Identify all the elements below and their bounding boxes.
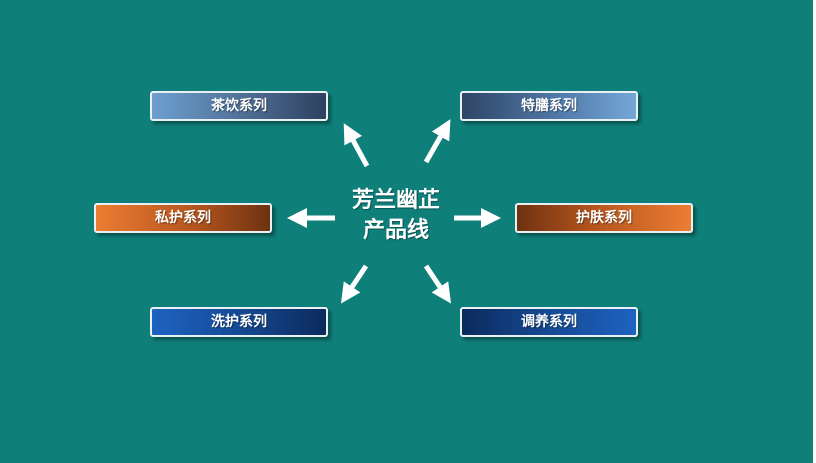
arrow-to-diet [423,119,451,164]
arrow-to-care [423,264,451,304]
center-label-line1: 芳兰幽芷 [351,188,440,213]
node-conditioning-series: 调养系列 [460,307,638,337]
center-label-line2: 产品线 [362,218,429,243]
node-wash-care-series: 洗护系列 [150,307,328,337]
center-label: 芳兰幽芷 产品线 [336,186,456,246]
node-skin-care-series: 护肤系列 [515,203,693,233]
node-tea-series: 茶饮系列 [150,91,328,121]
arrow-to-tea [343,123,370,168]
node-private-care-series: 私护系列 [94,203,272,233]
node-diet-series: 特膳系列 [460,91,638,121]
arrow-to-wash [341,264,369,304]
